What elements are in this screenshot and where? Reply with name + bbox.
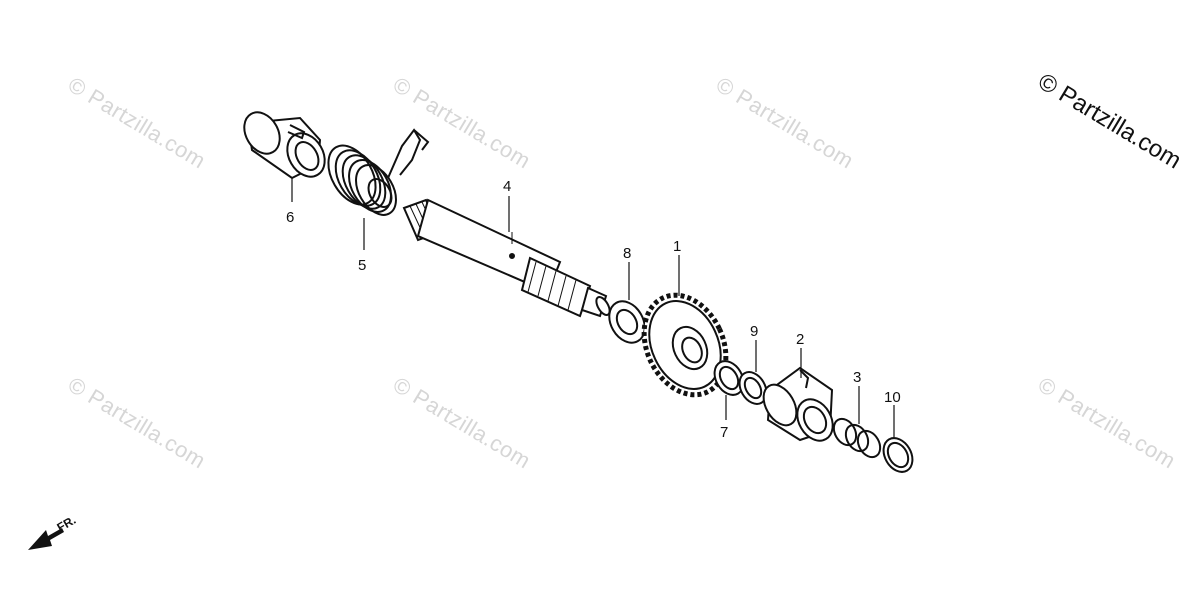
callout-5: 5 (358, 257, 366, 274)
part-3-spring (832, 417, 882, 459)
part-1-gear (641, 292, 729, 398)
part-8-washer (608, 300, 646, 344)
callout-10: 10 (884, 389, 901, 406)
callout-3: 3 (853, 369, 861, 386)
part-2-ratchet (762, 366, 834, 442)
part-5-spring (327, 128, 430, 216)
part-7-washer (713, 360, 745, 396)
part-9-washer (738, 371, 768, 405)
callout-9: 9 (750, 323, 758, 340)
part-6-collar (243, 111, 326, 180)
callout-2: 2 (796, 331, 804, 348)
callout-6: 6 (286, 209, 294, 226)
part-4-kick-starter-spindle (402, 198, 611, 318)
front-direction-arrow-icon: FR. (28, 513, 78, 550)
callout-1: 1 (673, 238, 681, 255)
callout-8: 8 (623, 245, 631, 262)
part-10-circlip (882, 437, 914, 473)
callout-4: 4 (503, 178, 511, 195)
callout-7: 7 (720, 424, 728, 441)
